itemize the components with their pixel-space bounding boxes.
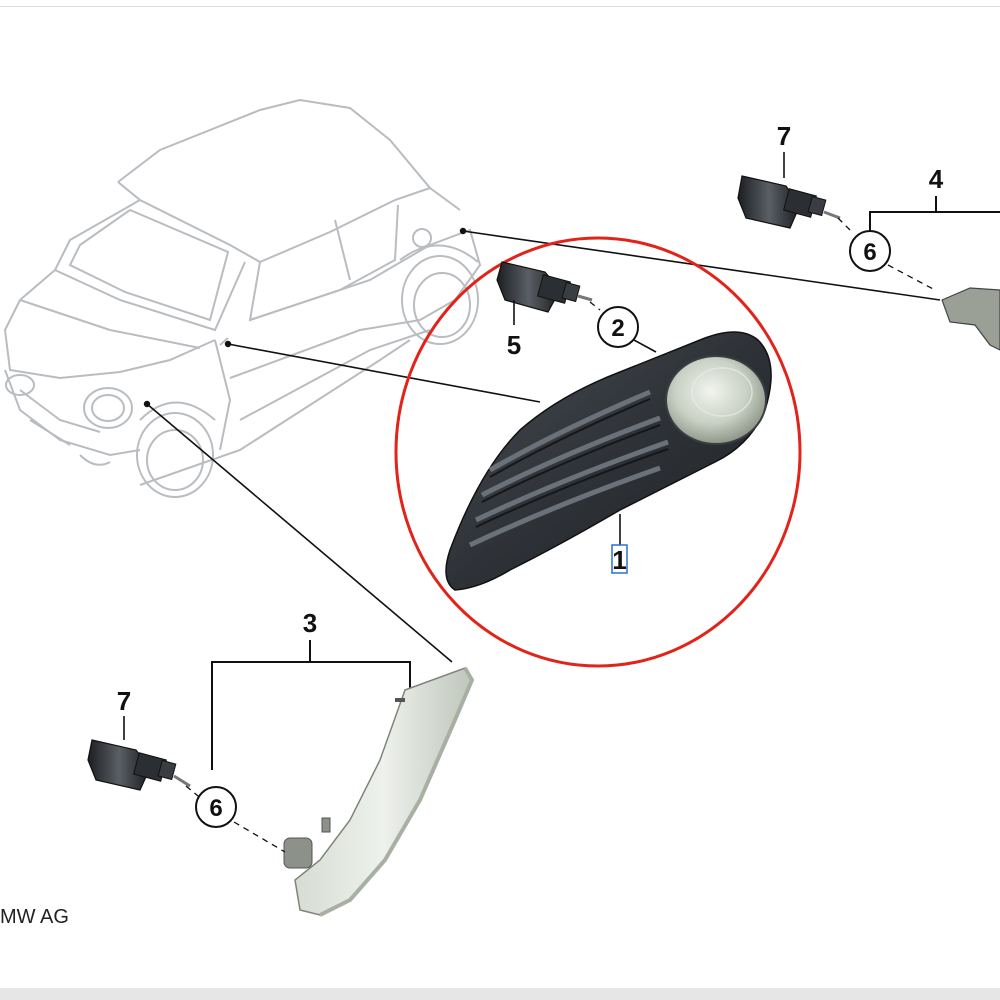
label-4: 4 (929, 164, 944, 194)
copyright-text: MW AG (0, 906, 69, 928)
label-6-top: 6 (863, 239, 876, 266)
car-outline-drawing (3, 98, 482, 498)
label-3: 3 (303, 608, 317, 638)
top-border (0, 6, 1000, 7)
bottom-toolbar-strip (0, 988, 1000, 1000)
side-indicator-clear-part (283, 666, 475, 917)
bulb-socket-7-bottom (87, 739, 191, 791)
label-5: 5 (507, 330, 521, 360)
bracket-4 (869, 211, 1000, 232)
leader-line-front (146, 403, 453, 663)
label-7-top: 7 (777, 121, 791, 151)
leader-line-2 (633, 339, 657, 353)
dash-line-2 (589, 301, 601, 311)
bulb-socket-7-top (737, 175, 841, 229)
dash-line-6-top-b (887, 264, 936, 291)
dash-line-6-top-a (837, 217, 853, 233)
label-1-selection-box[interactable] (611, 544, 628, 574)
label-7-bottom: 7 (117, 686, 131, 716)
bulb-socket-5 (496, 261, 593, 313)
side-indicator-part (445, 331, 772, 591)
label-2-circle (597, 306, 639, 348)
bracket-3 (211, 661, 411, 770)
label-6-bottom-circle (195, 786, 237, 828)
label-1: 1 (612, 545, 626, 575)
leader-line-rear (462, 230, 941, 301)
label-6-bottom: 6 (209, 795, 222, 822)
dash-line-6-bottom-a (185, 785, 199, 797)
highlight-circle (394, 236, 802, 668)
leader-line-side (227, 343, 541, 403)
side-indicator-clear-partial (941, 287, 1000, 351)
label-2: 2 (611, 315, 624, 342)
dash-line-6-bottom-b (233, 821, 286, 853)
